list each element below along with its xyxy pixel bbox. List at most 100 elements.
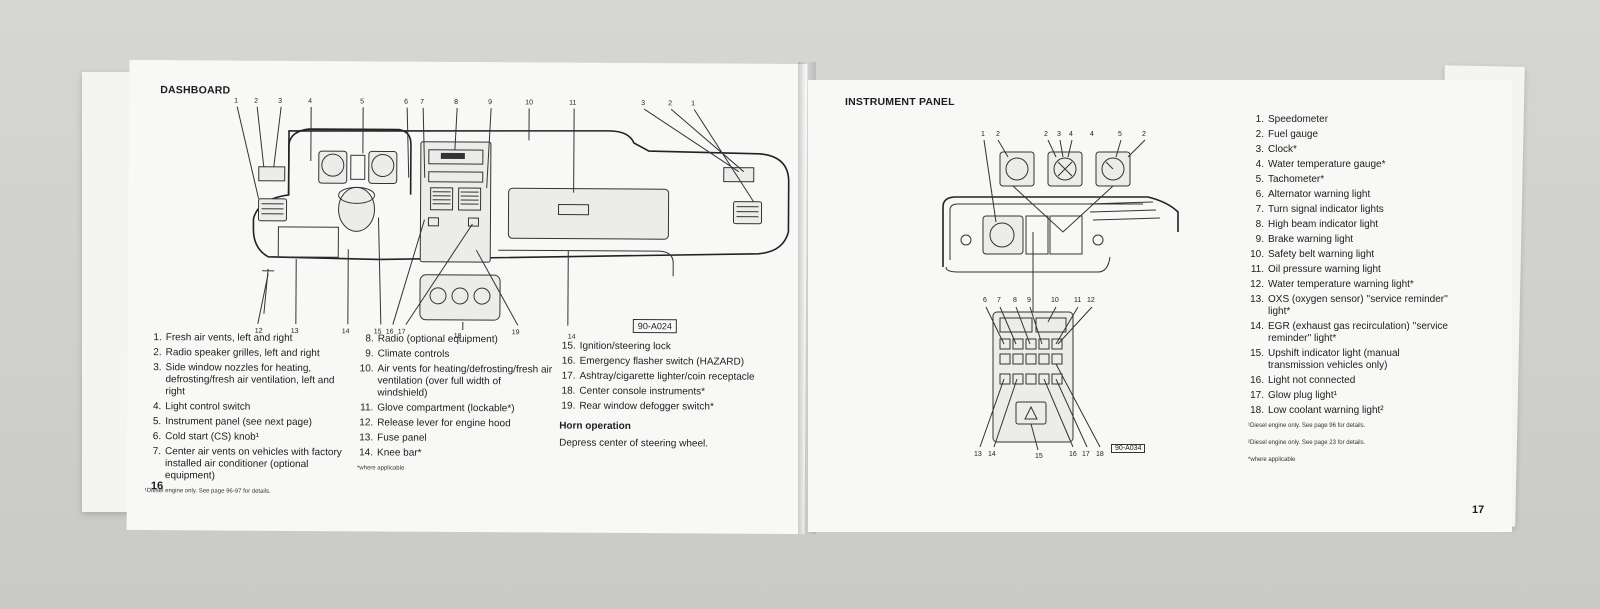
callout-top: 2 <box>996 131 1000 138</box>
callout-bottom: 14 <box>342 328 350 335</box>
legend-item: 6.Alternator warning light <box>1255 189 1371 200</box>
dashboard-diagram: 1 2 3 4 5 6 7 8 9 10 11 3 2 1 12 13 14 1… <box>234 98 790 341</box>
right-page: INSTRUMENT PANEL <box>808 80 1512 532</box>
callout-top: 2 <box>668 100 672 107</box>
callout-top: 4 <box>1069 131 1073 138</box>
callout-top: 1 <box>691 100 695 107</box>
callout-top: 3 <box>641 100 645 107</box>
callout-bottom: 12 <box>255 328 263 335</box>
horn-operation-heading: Horn operation <box>559 420 631 433</box>
callout-top: 9 <box>488 99 492 106</box>
legend-item: 11.Glove compartment (lockable*) <box>360 402 515 415</box>
legend-item: 3.Side window nozzles for heating, defro… <box>153 362 335 398</box>
callout-top: 8 <box>454 99 458 106</box>
legend-item: 10.Safety belt warning light <box>1250 249 1375 260</box>
legend-item: 11.Oil pressure warning light <box>1250 264 1381 275</box>
instrument-panel-diagram: 1 2 2 3 4 4 5 2 6 7 8 9 10 11 12 13 14 1… <box>942 131 1179 460</box>
callout-mid: 11 <box>1074 297 1081 304</box>
legend-item: 12.Water temperature warning light* <box>1250 279 1414 290</box>
callout-bottom: 17 <box>1082 451 1090 458</box>
callout-top: 2 <box>254 98 258 105</box>
callout-top: 3 <box>278 98 282 105</box>
footnote: ²Diesel engine only. See page 23 for det… <box>1248 440 1366 446</box>
legend-item: 13.OXS (oxygen sensor) ''service reminde… <box>1250 294 1448 317</box>
callout-bottom: 17 <box>398 329 406 336</box>
callout-top: 1 <box>234 98 238 105</box>
legend-item: 14.EGR (exhaust gas recirculation) ''ser… <box>1250 321 1448 344</box>
footnote: *where applicable <box>356 465 405 472</box>
callout-bottom: 14 <box>988 451 996 458</box>
callout-bottom: 13 <box>291 328 299 335</box>
callout-top: 3 <box>1057 131 1061 138</box>
callout-top: 7 <box>420 99 424 106</box>
callout-bottom: 16 <box>386 329 394 336</box>
callout-mid: 12 <box>1087 297 1095 304</box>
legend-item: 9.Brake warning light <box>1255 234 1354 245</box>
callout-top: 10 <box>525 99 533 106</box>
legend-item: 16.Light not connected <box>1250 375 1356 386</box>
legend-item: 18.Low coolant warning light² <box>1250 405 1384 416</box>
legend-item: 5.Instrument panel (see next page) <box>152 416 313 429</box>
legend-item: 17.Ashtray/cigarette lighter/coin recept… <box>561 370 755 383</box>
legend-item: 15.Upshift indicator light (manual trans… <box>1250 348 1400 371</box>
legend-item: 2.Fuel gauge <box>1255 129 1319 140</box>
callout-top: 1 <box>981 131 985 138</box>
legend-item: 12.Release lever for engine hood <box>359 417 511 430</box>
callout-top: 11 <box>569 100 576 107</box>
footnote: ¹Diesel engine only. See page 96-97 for … <box>144 488 271 495</box>
legend-item: 7.Turn signal indicator lights <box>1255 204 1384 215</box>
legend-item: 8.High beam indicator light <box>1255 219 1379 230</box>
callout-bottom: 13 <box>974 451 982 458</box>
callout-top: 6 <box>404 99 408 106</box>
legend-item: 7.Center air vents on vehicles with fact… <box>152 446 342 482</box>
callout-mid: 7 <box>997 297 1001 304</box>
callout-top: 5 <box>1118 131 1122 138</box>
legend-item: 10.Air vents for heating/defrosting/fres… <box>359 363 553 399</box>
legend-item: 1.Speedometer <box>1255 114 1329 125</box>
callout-top: 4 <box>308 98 312 105</box>
legend-item: 16.Emergency flasher switch (HAZARD) <box>561 355 745 368</box>
callout-mid: 9 <box>1027 297 1031 304</box>
legend-item: 13.Fuse panel <box>359 432 427 444</box>
callout-bottom: 15 <box>374 328 382 335</box>
callout-top: 2 <box>1044 131 1048 138</box>
legend-item: 8.Radio (optional equipment) <box>365 333 498 346</box>
legend-item: 3.Clock* <box>1255 144 1297 155</box>
legend-column-1: 1.Fresh air vents, left and right 2.Radi… <box>145 332 351 498</box>
callout-bottom: 18 <box>454 333 462 340</box>
legend-item: 2.Radio speaker grilles, left and right <box>153 347 320 360</box>
legend-item: 18.Center console instruments* <box>561 385 706 398</box>
callout-top: 4 <box>1090 131 1094 138</box>
callout-bottom: 18 <box>1096 451 1104 458</box>
page-number-left: 16 <box>150 480 164 493</box>
legend-item: 4.Water temperature gauge* <box>1255 159 1386 170</box>
callout-top: 2 <box>1142 131 1146 138</box>
legend-item: 15.Ignition/steering lock <box>561 340 671 353</box>
legend-column-2: 8.Radio (optional equipment) 9.Climate c… <box>357 333 553 475</box>
callout-mid: 8 <box>1013 297 1017 304</box>
legend-item: 19.Rear window defogger switch* <box>561 400 714 413</box>
instrument-legend: 1.Speedometer 2.Fuel gauge 3.Clock* 4.Wa… <box>1248 114 1458 466</box>
callout-bottom: 14 <box>568 334 576 341</box>
legend-item: 14.Knee bar* <box>359 447 422 459</box>
callout-bottom: 19 <box>512 329 520 336</box>
legend-item: 9.Climate controls <box>365 348 450 360</box>
footnote: *where applicable <box>1248 457 1296 463</box>
legend-item: 17.Glow plug light¹ <box>1250 390 1337 401</box>
legend-column-3: 15.Ignition/steering lock 16.Emergency f… <box>559 341 765 451</box>
right-page-title: INSTRUMENT PANEL <box>845 96 955 108</box>
legend-item: 4.Light control switch <box>152 401 251 413</box>
figure-code: 90-A024 <box>632 319 677 334</box>
callout-bottom: 16 <box>1069 451 1077 458</box>
left-page: DASHBOARD <box>126 59 808 535</box>
figure-code: 90-A034 <box>1111 444 1146 453</box>
legend-item: 1.Fresh air vents, left and right <box>153 332 293 344</box>
callout-mid: 10 <box>1051 297 1059 304</box>
callout-top: 5 <box>360 98 364 105</box>
legend-item: 5.Tachometer* <box>1255 174 1325 185</box>
callout-bottom: 15 <box>1035 453 1043 460</box>
legend-item: 6.Cold start (CS) knob¹ <box>152 431 260 443</box>
left-page-title: DASHBOARD <box>160 84 231 97</box>
footnote: ¹Diesel engine only. See page 96 for det… <box>1248 423 1366 429</box>
page-number-right: 17 <box>1472 504 1485 516</box>
